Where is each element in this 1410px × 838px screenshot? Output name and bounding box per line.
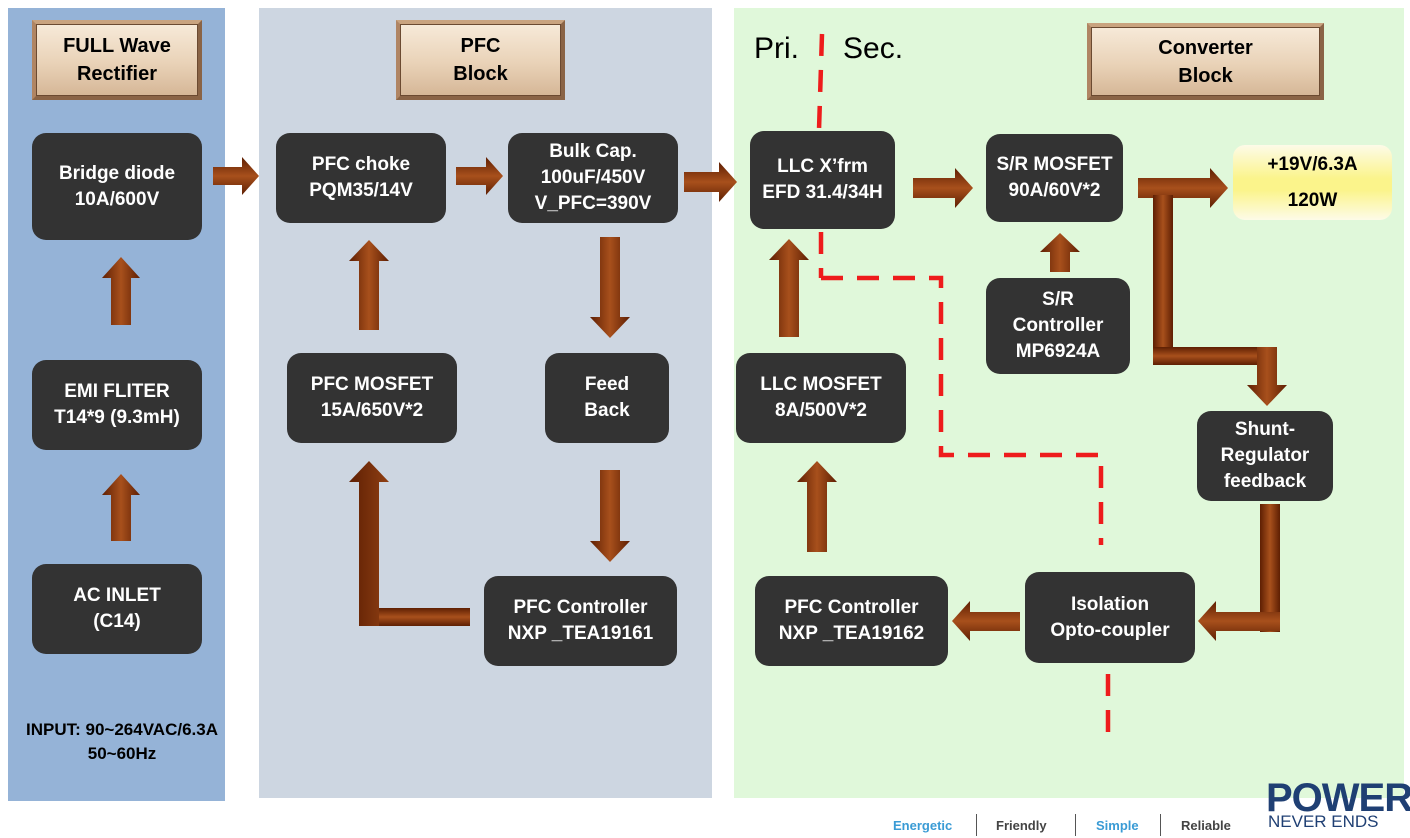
arrow-bulk-to-feedback (590, 237, 630, 338)
pfc-controller-2-block: PFC Controller NXP _TEA19162 (755, 576, 948, 666)
pfc-choke-block: PFC choke PQM35/14V (276, 133, 446, 223)
rectifier-header: FULL Wave Rectifier (32, 20, 202, 100)
primary-label: Pri. (754, 32, 799, 65)
shunt-to-iso-vertical (1260, 504, 1280, 632)
llc-transformer-block: LLC X’frm EFD 31.4/34H (750, 131, 895, 229)
slogan-separator (976, 814, 977, 836)
pfc-header: PFC Block (396, 20, 565, 100)
slogan-friendly: Friendly (996, 818, 1047, 833)
arrow-mosfet-to-choke (349, 240, 389, 330)
arrow-branch-to-shunt (1247, 347, 1287, 406)
arrow-llc-to-sr (913, 168, 973, 208)
isolation-boundary (816, 33, 1111, 742)
slogan-energetic: Energetic (893, 818, 953, 833)
input-spec: INPUT: 90~264VAC/6.3A 50~60Hz (26, 720, 218, 763)
arrow-sr-to-output (1138, 168, 1228, 208)
emi-filter-block: EMI FLITER T14*9 (9.3mH) (32, 360, 202, 450)
arrow-emi-to-bridge (102, 257, 140, 325)
output-power: 120W (1287, 189, 1338, 211)
company-tagline: NEVER ENDS (1268, 812, 1379, 831)
company-logo: POWER (1266, 776, 1410, 820)
arrow-choke-to-bulk (456, 157, 503, 195)
slogan-separator (1075, 814, 1076, 836)
arrow-bridge-to-choke (213, 157, 259, 195)
slogan-simple: Simple (1096, 818, 1139, 833)
output-rating: +19V/6.3A 120W (1233, 145, 1392, 220)
bridge-diode-block: Bridge diode 10A/600V (32, 133, 202, 240)
pfc-controller-1-block: PFC Controller NXP _TEA19161 (484, 576, 677, 666)
isolation-optocoupler-block: Isolation Opto-coupler (1025, 572, 1195, 663)
arrow-llccontroller-to-llcmosfet (797, 461, 837, 552)
ac-inlet-block: AC INLET (C14) (32, 564, 202, 654)
feedback-block: Feed Back (545, 353, 669, 443)
arrow-controller-to-pfcmosfet (349, 461, 470, 626)
slogan-reliable: Reliable (1181, 818, 1231, 833)
output-voltage: +19V/6.3A (1267, 153, 1358, 175)
arrow-srcontroller-to-srmosfet (1040, 233, 1080, 272)
llc-mosfet-block: LLC MOSFET 8A/500V*2 (736, 353, 906, 443)
branch-vertical (1153, 195, 1173, 365)
shunt-regulator-block: Shunt- Regulator feedback (1197, 411, 1333, 501)
secondary-label: Sec. (843, 32, 904, 65)
arrow-isolation-to-controller (952, 601, 1020, 641)
arrow-bulk-to-llc (684, 162, 737, 202)
branch-horizontal (1153, 347, 1277, 365)
arrow-llcmosfet-to-xfrm (769, 239, 809, 337)
converter-header: Converter Block (1087, 23, 1324, 100)
sr-controller-block: S/R Controller MP6924A (986, 278, 1130, 374)
arrow-feedback-to-controller (590, 470, 630, 562)
pfc-mosfet-block: PFC MOSFET 15A/650V*2 (287, 353, 457, 443)
slogan-separator (1160, 814, 1161, 836)
arrow-shunt-to-isolation (1198, 601, 1280, 641)
arrow-inlet-to-emi (102, 474, 140, 541)
bulk-cap-block: Bulk Cap. 100uF/450V V_PFC=390V (508, 133, 678, 223)
sr-mosfet-block: S/R MOSFET 90A/60V*2 (986, 134, 1123, 222)
